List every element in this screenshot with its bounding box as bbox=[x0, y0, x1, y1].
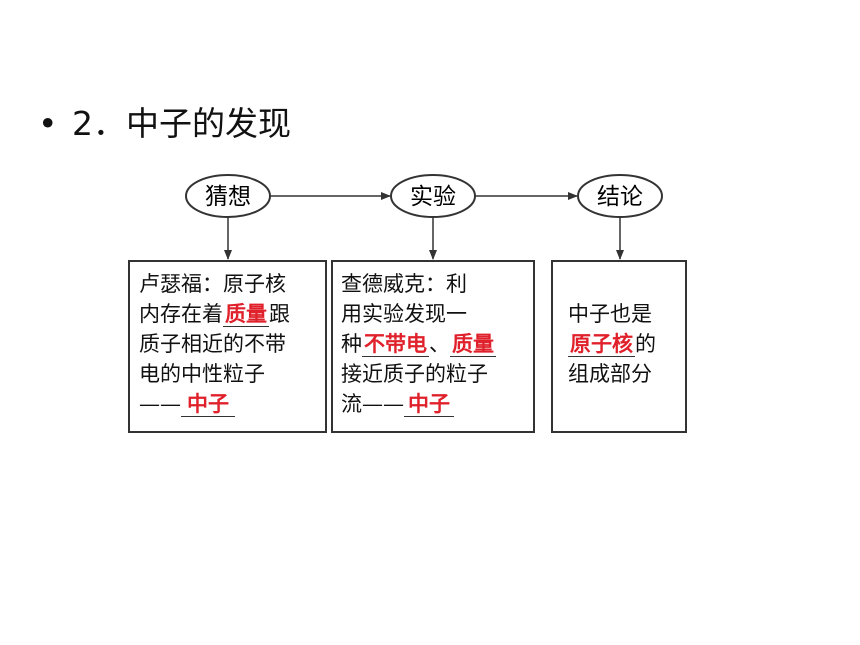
answer-blank: 不带电 bbox=[362, 331, 429, 357]
box-experiment-line: 种不带电、质量 bbox=[341, 331, 496, 357]
answer-blank: 原子核 bbox=[568, 331, 635, 357]
bullet-point: • bbox=[38, 104, 58, 143]
answer-blank: 质量 bbox=[450, 331, 496, 357]
box-experiment-line: 接近质子的粒子 bbox=[341, 362, 488, 386]
box-conclusion-line: 中子也是 bbox=[568, 302, 652, 326]
slide-heading: • 2．中子的发现 bbox=[38, 102, 291, 146]
node-experiment: 实验 bbox=[390, 174, 476, 218]
box-experiment-line: 查德威克：利 bbox=[341, 272, 467, 296]
box-experiment: 查德威克：利 用实验发现一 种不带电、质量 接近质子的粒子 流——中子 bbox=[331, 260, 535, 433]
box-guess: 卢瑟福：原子核 内存在着质量跟 质子相近的不带 电的中性粒子 ——中子 bbox=[128, 260, 327, 433]
node-guess: 猜想 bbox=[185, 174, 271, 218]
box-guess-line: ——中子 bbox=[139, 389, 325, 419]
box-guess-line: 内存在着质量跟 bbox=[139, 301, 290, 327]
heading-text: 2．中子的发现 bbox=[72, 104, 291, 143]
node-conclusion-label: 结论 bbox=[597, 184, 643, 210]
answer-blank: 质量 bbox=[223, 301, 269, 327]
box-experiment-line: 用实验发现一 bbox=[341, 302, 467, 326]
answer-blank: 中子 bbox=[404, 392, 454, 417]
box-experiment-line: 流——中子 bbox=[341, 389, 533, 419]
box-guess-line: 质子相近的不带 bbox=[139, 332, 286, 356]
box-guess-line: 卢瑟福：原子核 bbox=[139, 272, 286, 296]
box-guess-line: 电的中性粒子 bbox=[139, 362, 265, 386]
node-guess-label: 猜想 bbox=[205, 184, 251, 210]
node-experiment-label: 实验 bbox=[410, 184, 456, 210]
box-conclusion-line: 组成部分 bbox=[568, 362, 652, 386]
node-conclusion: 结论 bbox=[577, 174, 663, 218]
box-conclusion-line: 原子核的 bbox=[568, 331, 656, 357]
box-conclusion: 中子也是 原子核的 组成部分 bbox=[551, 260, 687, 433]
answer-blank: 中子 bbox=[181, 392, 235, 417]
